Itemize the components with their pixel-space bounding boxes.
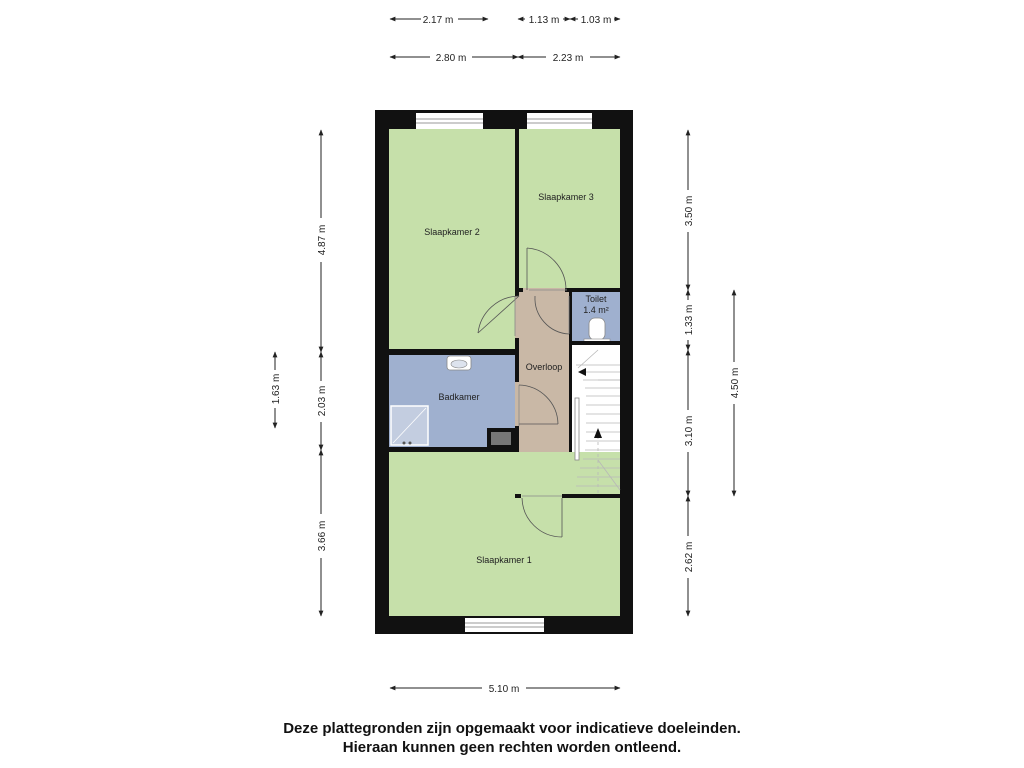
dim-left-2-03: 2.03 m [317,386,328,417]
disclaimer-line-2: Hieraan kunnen geen rechten worden ontle… [342,739,682,756]
window-bottom [465,618,544,632]
disclaimer-line-1: Deze plattegronden zijn opgemaakt voor i… [283,720,741,737]
stair-arrow-up-icon [594,428,602,438]
dim-top-2-80: 2.80 m [436,53,467,64]
disclaimer: Deze plattegronden zijn opgemaakt voor i… [0,719,1024,757]
room-label-slaapkamer-3: Slaapkamer 3 [538,192,594,202]
room-label-slaapkamer-1: Slaapkamer 1 [476,555,532,565]
window-top-left [416,113,483,129]
door-badkamer [518,384,559,425]
room-label-slaapkamer-2: Slaapkamer 2 [424,227,480,237]
stair-handrail [574,397,580,461]
door-slaapkamer-3 [526,247,567,291]
dim-right-4-50: 4.50 m [730,368,741,399]
dim-right-1-33: 1.33 m [684,305,695,336]
room-label-toilet: Toilet [585,294,607,304]
window-top-right [527,113,592,129]
building: Slaapkamer 2 Slaapkamer 3 Toilet 1.4 m² … [375,110,633,634]
dim-top-1-03: 1.03 m [581,15,612,26]
dim-right-2-62: 2.62 m [684,542,695,573]
door-slaapkamer-1 [521,497,563,538]
stair-arrow-down-icon [578,368,586,376]
room-slaapkamer-3 [519,129,620,288]
door-toilet [534,295,570,335]
room-label-overloop: Overloop [526,362,563,372]
dim-left-1-63: 1.63 m [271,374,282,405]
room-slaapkamer-2 [389,129,515,349]
dim-left-4-87: 4.87 m [317,225,328,256]
room-area-toilet: 1.4 m² [583,305,609,315]
dim-top-1-13: 1.13 m [529,15,560,26]
dim-left-3-66: 3.66 m [317,521,328,552]
dimension-lines: 2.17 m 1.13 m 1.03 m 2.80 m 2.23 m 5.10 … [271,15,741,695]
dim-right-3-50: 3.50 m [684,196,695,227]
dim-right-3-10: 3.10 m [684,416,695,447]
toilet-bowl-icon [588,317,606,341]
dim-top-2-23: 2.23 m [553,53,584,64]
door-slaapkamer-2 [477,295,520,334]
dim-bottom-5-10: 5.10 m [489,684,520,695]
staircase [576,349,621,495]
room-label-badkamer: Badkamer [438,392,479,402]
dim-top-2-17: 2.17 m [423,15,454,26]
